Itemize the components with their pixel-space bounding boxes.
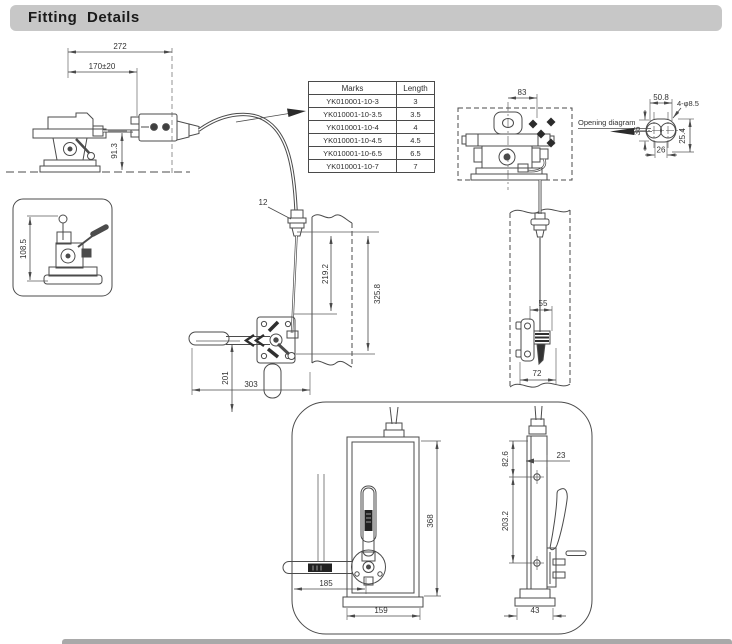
dim-72-label: 72	[533, 369, 542, 378]
dim-43-label: 43	[531, 606, 540, 615]
cable-length-table: Marks Length YK010001-10-3 3 YK010001-10…	[308, 81, 435, 173]
control-head-front-view	[457, 102, 573, 190]
length-cell: 4	[396, 120, 435, 134]
section-title-bar: Fitting Details	[10, 5, 722, 31]
center-dimensions: 219.2 325.8 201 303	[191, 231, 382, 412]
control-head-side-view	[32, 112, 133, 173]
length-cell: 6.5	[396, 146, 435, 160]
table-row: YK010001-10-3 3	[308, 94, 435, 108]
dim-108-label: 108.5	[19, 238, 28, 259]
box-front-view	[282, 406, 424, 608]
table-row: YK010001-10-4.5 4.5	[308, 133, 435, 147]
dim-159-label: 159	[374, 606, 388, 615]
dim-23-label: 23	[557, 451, 566, 460]
dim-mount-width: 170±20	[68, 62, 138, 116]
box-side-view	[514, 405, 587, 607]
dim-26-label: 26	[657, 146, 666, 155]
mounting-bolts	[528, 117, 556, 148]
cable-curve	[198, 112, 298, 211]
table-row: YK010001-10-4 4	[308, 120, 435, 134]
length-cell: 3.5	[396, 107, 435, 121]
box-side-dimensions: 82.6 203.2 23 43	[501, 440, 570, 620]
dim-head-height: 91.3	[108, 130, 127, 170]
dim-219-label: 219.2	[321, 263, 330, 284]
page-title: Fitting Details	[28, 9, 140, 26]
mark-cell: YK010001-10-7	[308, 159, 397, 173]
dim-holes-label: 4-φ8.5	[677, 99, 699, 108]
col-header-length: Length	[396, 81, 435, 95]
length-cell: 7	[396, 159, 435, 173]
table-row: YK010001-10-6.5 6.5	[308, 146, 435, 160]
detail-box	[291, 401, 593, 635]
box-front-dimensions: 185 159 368	[294, 440, 441, 620]
dim-12-label: 12	[259, 198, 268, 207]
opening-diagram-label: Opening diagram	[578, 118, 636, 127]
dim-203-label: 203.2	[501, 510, 510, 531]
cable-down-assembly	[530, 180, 550, 332]
mark-cell: YK010001-10-3	[308, 94, 397, 108]
lower-bracket	[515, 318, 551, 366]
length-cell: 4.5	[396, 133, 435, 147]
dim-25-label: 25.4	[678, 128, 687, 144]
next-section-bar	[62, 639, 732, 644]
table-row: YK010001-10-7 7	[308, 159, 435, 173]
boxed-side-view	[12, 198, 113, 297]
table-leader-arrow	[235, 108, 306, 123]
length-cell: 3	[396, 94, 435, 108]
table-row: YK010001-10-3.5 3.5	[308, 107, 435, 121]
dim-325-label: 325.8	[373, 283, 382, 304]
center-panel	[311, 214, 353, 368]
opening-dimensions: 50.8 4-φ8.5 36 25.4 26	[633, 93, 699, 158]
col-header-marks: Marks	[308, 81, 397, 95]
dim-170-label: 170±20	[89, 62, 116, 71]
dim-55-label: 55	[539, 299, 548, 308]
mark-cell: YK010001-10-4.5	[308, 133, 397, 147]
dim-303-label: 303	[244, 380, 258, 389]
dim-50-label: 50.8	[653, 93, 669, 102]
right-panel-dimensions: 55 72	[519, 299, 557, 384]
dim-185-label: 185	[319, 579, 333, 588]
dim-201-label: 201	[221, 371, 230, 385]
dim-272-label: 272	[113, 42, 127, 51]
dim-368-label: 368	[426, 514, 435, 528]
dim-82-label: 82.6	[501, 451, 510, 467]
dim-91-label: 91.3	[110, 143, 119, 159]
dim-83-label: 83	[518, 88, 527, 97]
opening-detail	[638, 112, 684, 149]
cable-connector-block	[130, 113, 200, 142]
mark-cell: YK010001-10-4	[308, 120, 397, 134]
opening-diagram-callout: Opening diagram	[578, 118, 652, 135]
mark-cell: YK010001-10-3.5	[308, 107, 397, 121]
table-header-row: Marks Length	[308, 81, 435, 95]
dim-36-label: 36	[633, 126, 642, 135]
mounting-plate-assembly	[188, 316, 299, 399]
dim-head-width: 83	[508, 88, 538, 118]
mark-cell: YK010001-10-6.5	[308, 146, 397, 160]
